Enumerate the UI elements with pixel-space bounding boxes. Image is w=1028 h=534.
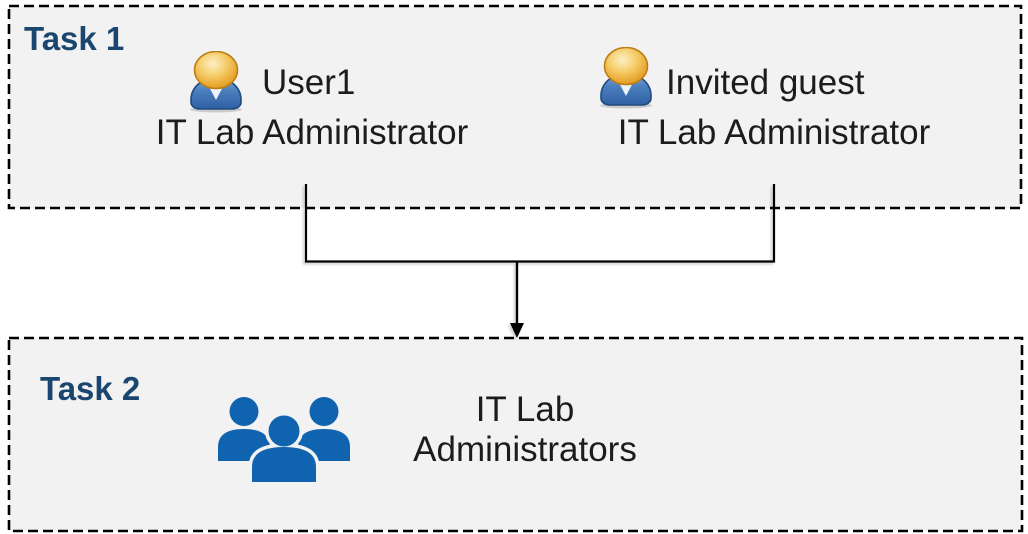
user-group-icon	[218, 397, 350, 482]
merge-connector	[304, 184, 776, 338]
group-right-head	[309, 397, 339, 426]
user-head	[193, 51, 239, 90]
merge-connector-line	[304, 184, 776, 263]
entity-role-invited-guest: IT Lab Administrator	[617, 113, 931, 152]
group-name-line2: Administrators	[413, 430, 637, 469]
user-icon	[600, 47, 652, 109]
group-center-body	[252, 447, 316, 482]
group-center-head	[268, 415, 300, 447]
group-left-head	[229, 397, 259, 426]
user-icon	[190, 51, 242, 113]
task1-box	[7, 4, 1023, 210]
entity-role-user1: IT Lab Administrator	[155, 113, 469, 152]
arrow-down-icon	[510, 323, 524, 338]
user-head	[603, 47, 649, 86]
group-name: IT Lab Administrators	[375, 390, 675, 470]
task2-box	[7, 336, 1024, 533]
task2-label: Task 2	[40, 370, 141, 407]
task1-label: Task 1	[24, 20, 125, 57]
entity-name-user1: User1	[262, 63, 356, 102]
group-name-line1: IT Lab	[475, 390, 575, 429]
entity-name-invited-guest: Invited guest	[666, 63, 865, 102]
